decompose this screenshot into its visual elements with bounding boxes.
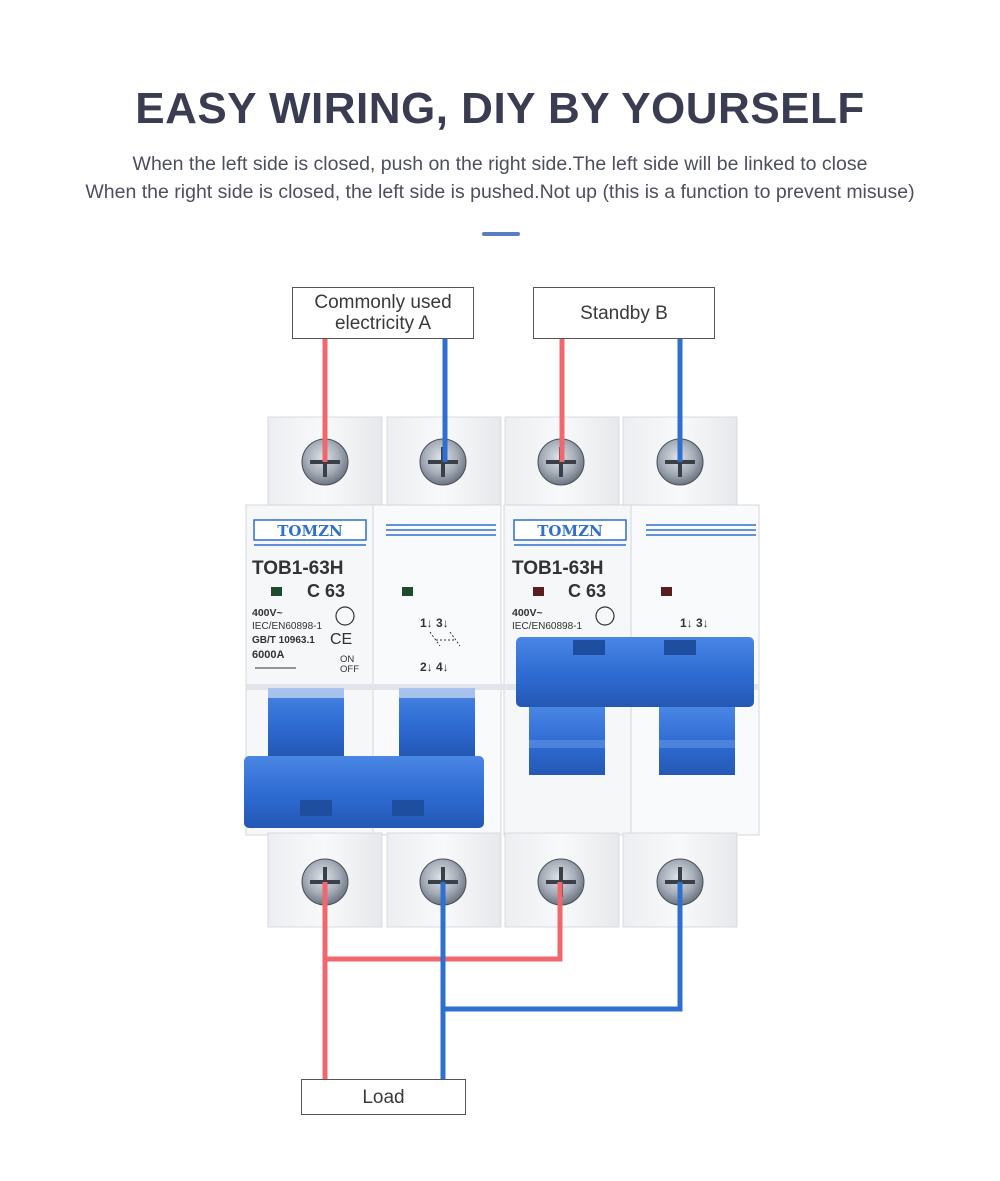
wire-b-to-load-neutral [443,882,683,1012]
rating-label: C 63 [568,581,606,601]
rating-label: C 63 [307,581,345,601]
ce-mark-icon: CE [330,631,352,648]
standard-label-1: IEC/EN60898-1 [252,621,322,632]
brand-plate [253,519,367,541]
indicator-window [271,587,282,596]
brand-plate [513,519,627,541]
label-standby-b: Standby B [533,287,715,339]
on-label: ON [340,654,354,665]
off-label: OFF [340,664,359,675]
contact-bottom-label: 2↓ 4↓ [420,660,449,674]
title-divider [482,232,520,236]
breaker-a-handle[interactable] [244,688,484,828]
brand-logo: TOMZN [277,522,343,540]
brand-logo: TOMZN [537,522,603,540]
breaker-b-handle[interactable] [516,637,754,775]
page-title: EASY WIRING, DIY BY YOURSELF [135,84,865,133]
model-label: TOB1-63H [512,558,604,579]
contact-top-label: 1↓ 3↓ [420,616,449,630]
capacity-label: 6000A [252,649,284,661]
indicator-window [402,587,413,596]
description-line-2: When the right side is closed, the left … [85,181,915,203]
indicator-window [533,587,544,596]
standard-label-2: GB/T 10963.1 [252,635,315,646]
indicator-window [661,587,672,596]
label-load: Load [301,1079,466,1115]
breaker-b-face: TOMZN TOB1-63H C 63 400V~ IEC/EN60898-1 [512,519,627,632]
label-a-line-2: electricity A [334,313,432,334]
wire-b-to-load-live [325,882,563,962]
ccc-mark-icon [335,606,355,626]
wires [322,339,683,1079]
label-a-line-1: Commonly used [314,292,452,313]
breaker-b-aux-face: 1↓ 3↓ [646,524,756,630]
model-label: TOB1-63H [252,558,344,579]
label-commonly-used-electricity-a: Commonly used electricity A [292,287,474,339]
breaker-a-aux-face: 1↓ 3↓ 2↓ 4↓ [386,524,496,674]
breaker-a-face: TOMZN TOB1-63H C 63 400V~ IEC/EN60898-1 … [252,519,367,675]
ccc-mark-icon [595,606,615,626]
description-line-1: When the left side is closed, push on th… [132,153,868,175]
voltage-label: 400V~ [252,607,283,619]
standard-label-1: IEC/EN60898-1 [512,621,582,632]
voltage-label: 400V~ [512,607,543,619]
contact-top-label: 1↓ 3↓ [680,616,709,630]
